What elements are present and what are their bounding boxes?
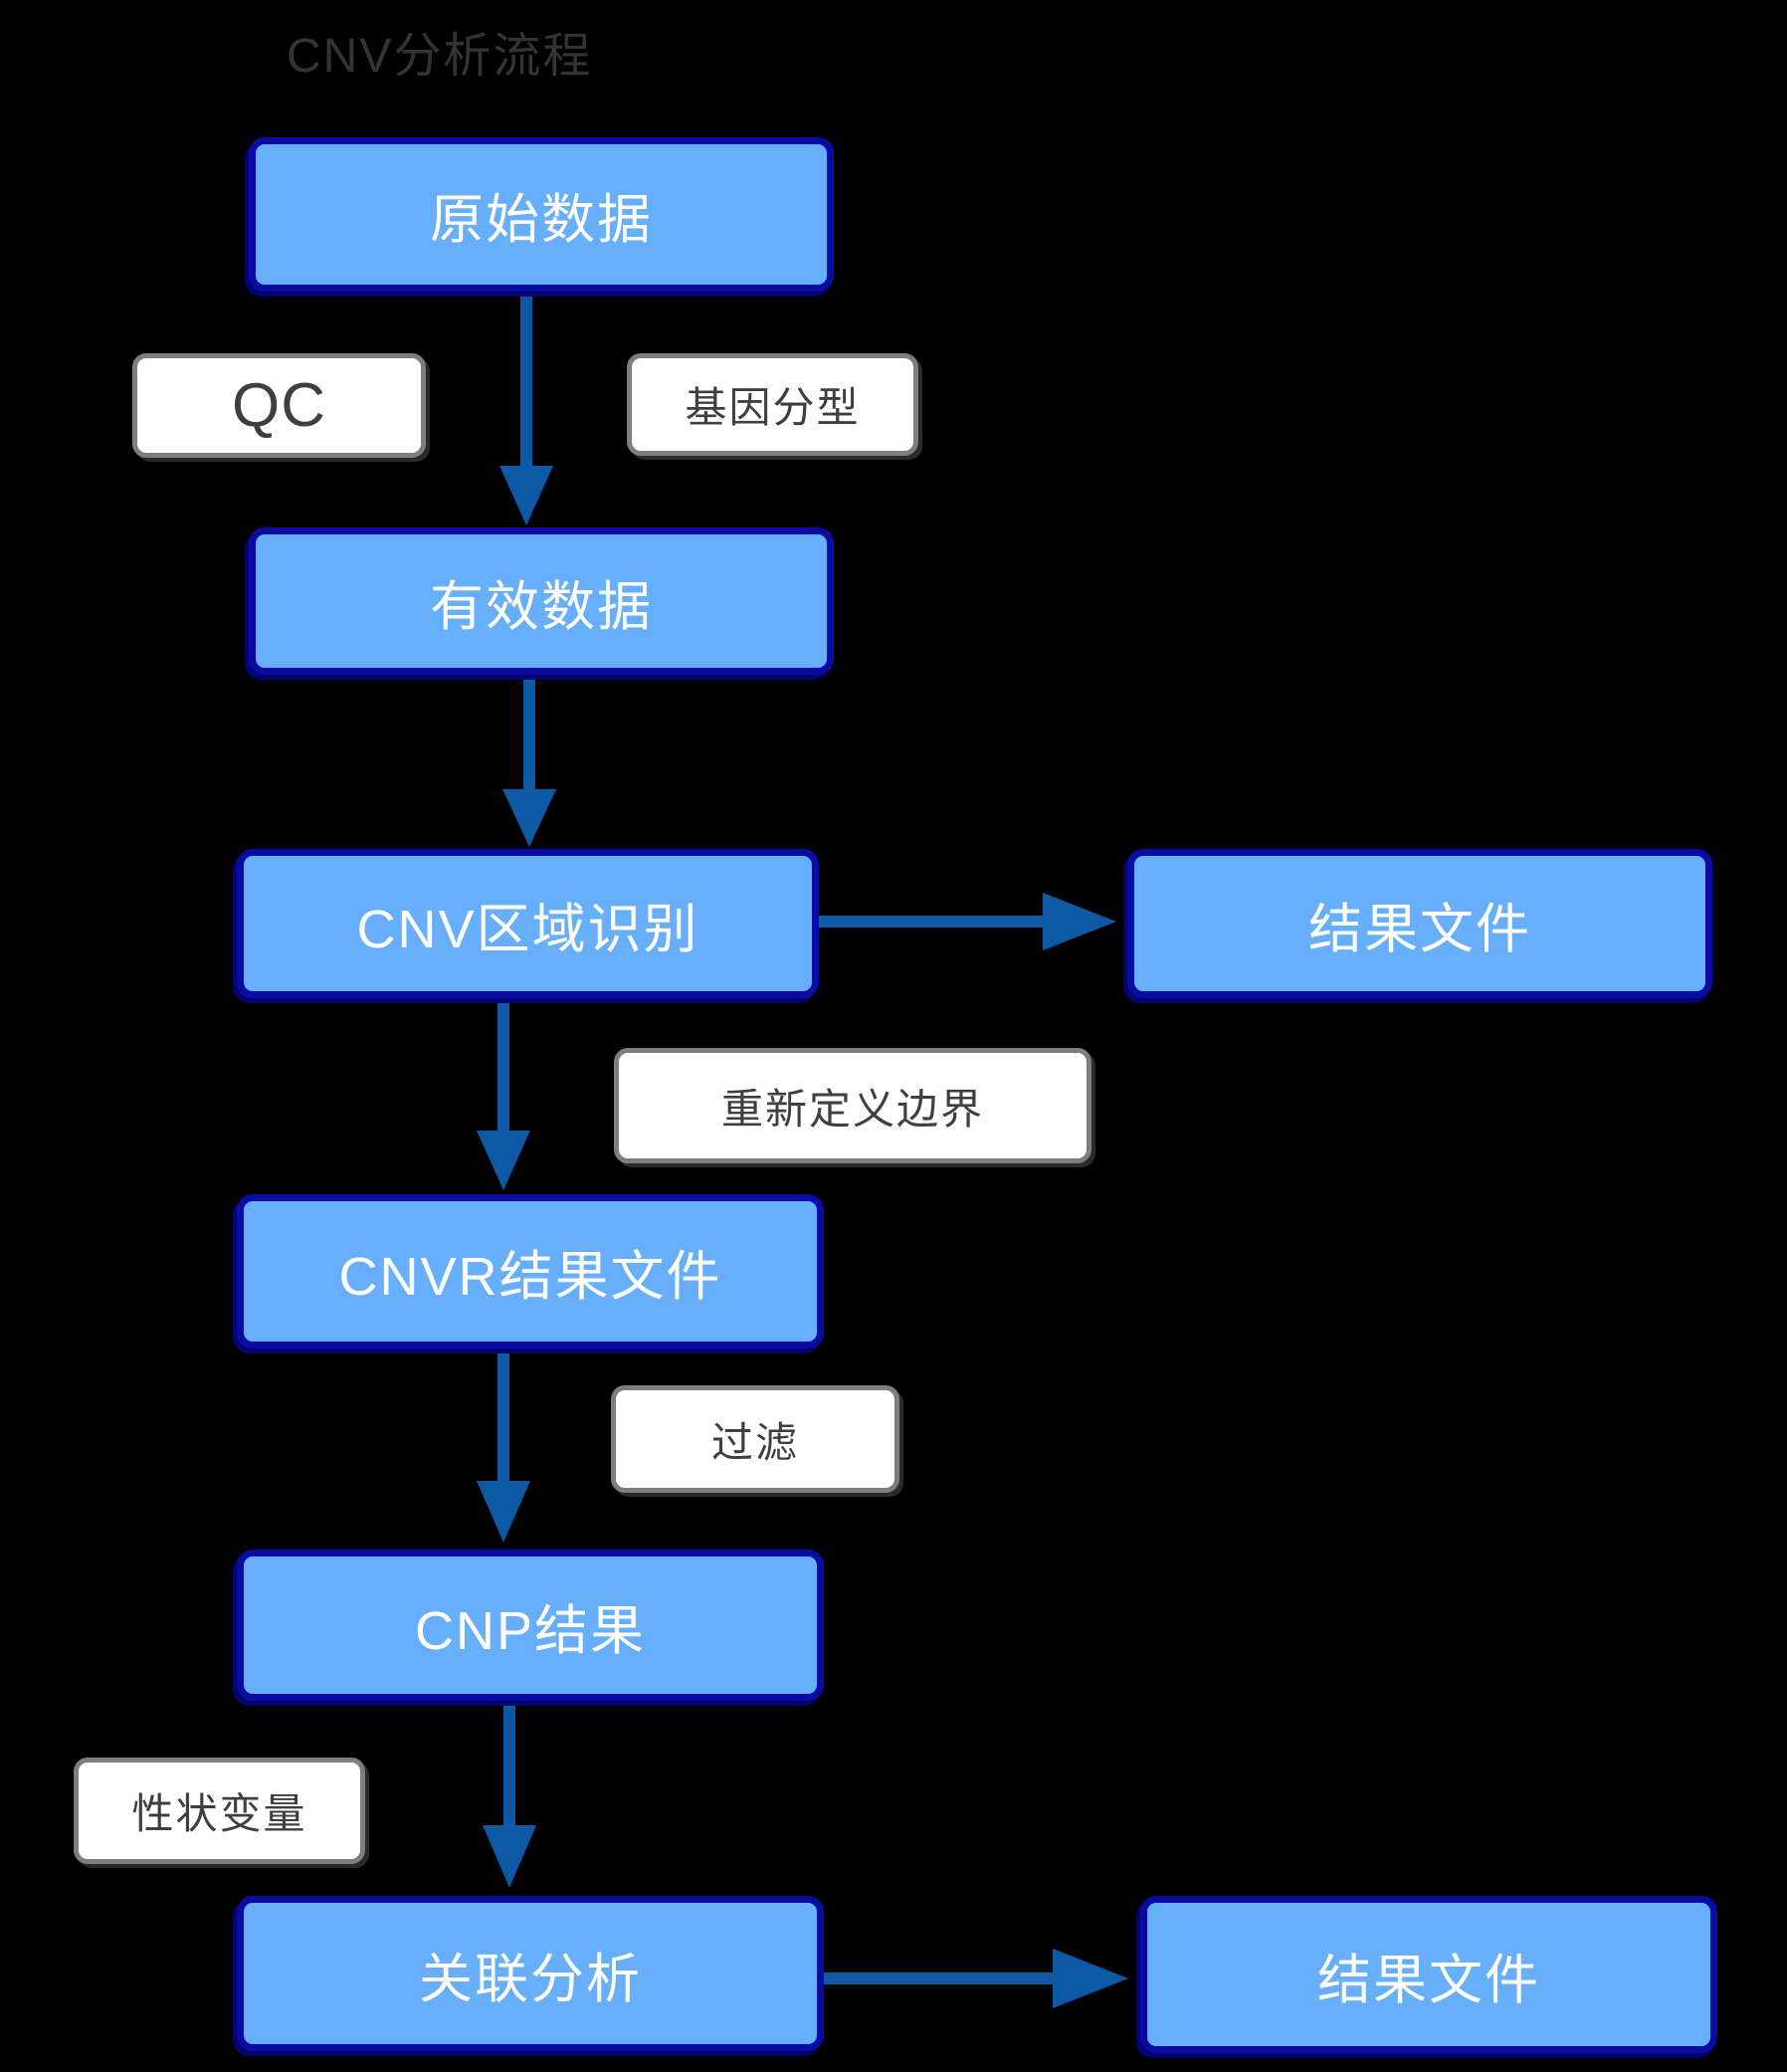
node-cnv-region-label: CNV区域识别	[356, 899, 699, 959]
node-valid-data: 有效数据	[249, 527, 834, 675]
arrow-cnvregion-to-cnvr	[477, 996, 530, 1190]
arrow-raw-to-valid	[499, 290, 553, 525]
process-label-genotyping: 基因分型	[627, 353, 918, 456]
node-cnp-result-label: CNP结果	[414, 1600, 646, 1661]
node-raw-data-label: 原始数据	[430, 190, 653, 250]
arrow-assoc-to-result2	[822, 1949, 1128, 2008]
process-label-genotyping-text: 基因分型	[685, 384, 861, 431]
process-label-trait-variable-text: 性状变量	[131, 1790, 307, 1837]
node-result-file-2-label: 结果文件	[1317, 1950, 1540, 2010]
process-label-redefine-boundary: 重新定义边界	[614, 1048, 1092, 1163]
process-label-redefine-boundary-text: 重新定义边界	[720, 1085, 984, 1133]
process-label-filter-text: 过滤	[710, 1418, 799, 1466]
node-cnv-region: CNV区域识别	[237, 849, 819, 998]
arrow-cnp-to-assoc	[483, 1699, 536, 1888]
node-raw-data: 原始数据	[249, 137, 834, 292]
node-cnvr-result: CNVR结果文件	[237, 1194, 824, 1348]
arrow-cnvregion-to-result1	[816, 893, 1116, 950]
node-result-file-1: 结果文件	[1127, 849, 1712, 998]
process-label-qc: QC	[132, 353, 426, 458]
node-result-file-2: 结果文件	[1140, 1896, 1717, 2053]
node-valid-data-label: 有效数据	[430, 576, 653, 637]
node-cnvr-result-label: CNVR结果文件	[338, 1247, 722, 1307]
arrow-valid-to-cnvregion	[502, 672, 556, 847]
diagram-title: CNV分析流程	[287, 30, 593, 83]
node-association: 关联分析	[237, 1896, 824, 2051]
process-label-filter: 过滤	[611, 1385, 899, 1493]
process-label-trait-variable: 性状变量	[74, 1758, 365, 1864]
node-result-file-1-label: 结果文件	[1308, 899, 1531, 959]
arrow-cnvr-to-cnp	[477, 1347, 530, 1543]
node-association-label: 关联分析	[419, 1949, 642, 2009]
process-label-qc-text: QC	[232, 371, 326, 440]
node-cnp-result: CNP结果	[237, 1550, 824, 1701]
